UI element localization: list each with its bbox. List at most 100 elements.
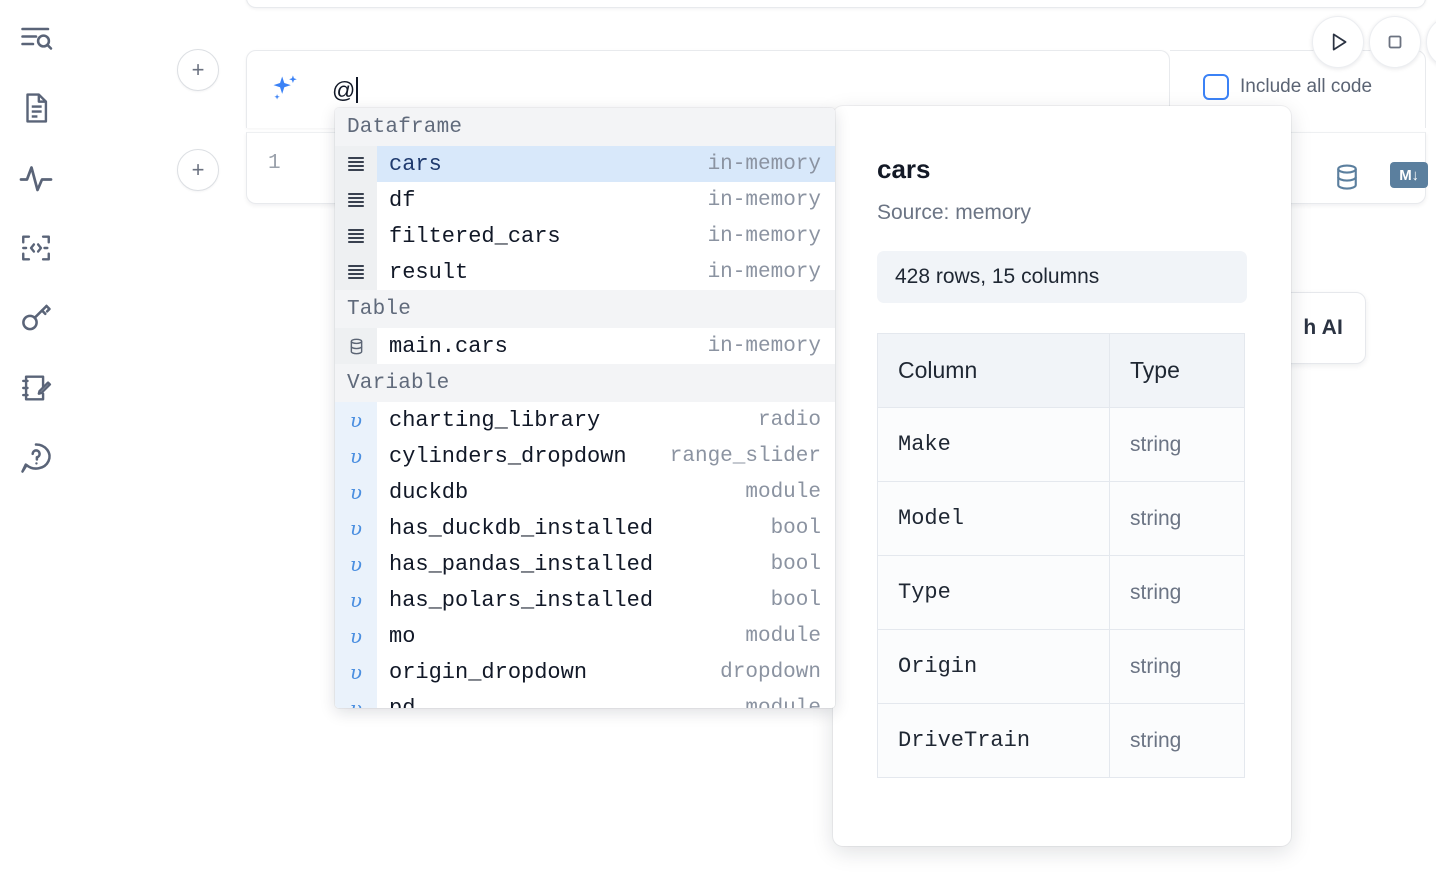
autocomplete-item-type: in-memory [707, 224, 821, 248]
dataframe-rows-icon [335, 254, 377, 290]
column-header-column: Column [877, 333, 1110, 408]
add-cell-button-top[interactable]: + [177, 49, 219, 91]
include-all-code-row[interactable]: Include all code [1203, 74, 1372, 100]
autocomplete-item-type: in-memory [707, 152, 821, 176]
activity-pulse-icon[interactable] [14, 156, 58, 200]
variable-icon: υ [335, 690, 377, 708]
autocomplete-item-type: in-memory [707, 260, 821, 284]
scratchpad-icon[interactable] [14, 366, 58, 410]
autocomplete-item[interactable]: cars in-memory [335, 146, 835, 182]
variable-icon: υ [335, 546, 377, 582]
left-sidebar [0, 0, 72, 874]
more-actions-button[interactable] [1426, 16, 1436, 68]
autocomplete-item-body: result in-memory [377, 254, 835, 290]
key-icon[interactable] [14, 296, 58, 340]
column-name-cell: Origin [877, 629, 1110, 704]
autocomplete-item-type: range_slider [669, 444, 821, 468]
autocomplete-item-name: mo [389, 623, 416, 649]
sparkle-icon [268, 72, 302, 106]
help-chat-icon[interactable] [14, 436, 58, 480]
autocomplete-item-type: module [745, 480, 821, 504]
autocomplete-item-body: pd module [377, 690, 835, 709]
outline-search-icon[interactable] [14, 16, 58, 60]
run-button[interactable] [1312, 16, 1364, 68]
autocomplete-item-name: cars [389, 151, 442, 177]
autocomplete-item-body: cylinders_dropdown range_slider [377, 438, 835, 474]
variable-icon: υ [335, 402, 377, 438]
code-snippet-icon[interactable] [14, 226, 58, 270]
autocomplete-item-type: dropdown [720, 660, 821, 684]
column-name-cell: Type [877, 555, 1110, 630]
column-type-cell: string [1109, 481, 1245, 556]
variable-icon: υ [335, 438, 377, 474]
autocomplete-item-name: cylinders_dropdown [389, 443, 627, 469]
autocomplete-item-type: module [745, 696, 821, 709]
autocomplete-item-name: df [389, 187, 416, 213]
column-type-cell: string [1109, 555, 1245, 630]
dataframe-rows-icon [335, 182, 377, 218]
markdown-badge[interactable]: M↓ [1390, 162, 1428, 188]
autocomplete-item-body: main.cars in-memory [377, 328, 835, 364]
autocomplete-item-body: cars in-memory [377, 146, 835, 182]
autocomplete-item-body: has_pandas_installed bool [377, 546, 835, 582]
autocomplete-item-type: radio [757, 408, 821, 432]
database-table-icon [335, 328, 377, 364]
table-header-row: Column Type [877, 333, 1245, 408]
autocomplete-group-header: Table [335, 290, 835, 328]
add-cell-button-bottom[interactable]: + [177, 149, 219, 191]
autocomplete-item-name: pd [389, 695, 416, 709]
autocomplete-item-name: result [389, 259, 469, 285]
autocomplete-item[interactable]: result in-memory [335, 254, 835, 290]
info-panel-stat: 428 rows, 15 columns [877, 251, 1247, 303]
column-type-cell: string [1109, 703, 1245, 778]
include-all-code-checkbox[interactable] [1203, 74, 1229, 100]
autocomplete-item-name: has_polars_installed [389, 587, 654, 613]
cell-above-partial [246, 0, 1426, 8]
autocomplete-item[interactable]: df in-memory [335, 182, 835, 218]
variable-icon: υ [335, 618, 377, 654]
autocomplete-item-name: main.cars [389, 333, 508, 359]
document-icon[interactable] [14, 86, 58, 130]
variable-icon: υ [335, 582, 377, 618]
autocomplete-item[interactable]: main.cars in-memory [335, 328, 835, 364]
stop-button[interactable] [1369, 16, 1421, 68]
column-name-cell: DriveTrain [877, 703, 1110, 778]
autocomplete-item-name: has_pandas_installed [389, 551, 654, 577]
autocomplete-item-name: has_duckdb_installed [389, 515, 654, 541]
autocomplete-item-type: in-memory [707, 188, 821, 212]
variable-icon: υ [335, 474, 377, 510]
variable-icon: υ [335, 654, 377, 690]
autocomplete-item[interactable]: υ cylinders_dropdown range_slider [335, 438, 835, 474]
autocomplete-item-body: mo module [377, 618, 835, 654]
autocomplete-item-type: module [745, 624, 821, 648]
cell-toolbar-icons: M↓ [1332, 162, 1428, 197]
ai-prompt-input[interactable]: @ [332, 74, 359, 106]
info-panel-source: Source: memory [877, 201, 1032, 224]
autocomplete-item-type: bool [770, 552, 821, 576]
autocomplete-item[interactable]: υ has_pandas_installed bool [335, 546, 835, 582]
autocomplete-item-body: df in-memory [377, 182, 835, 218]
autocomplete-item-type: in-memory [707, 334, 821, 358]
database-icon[interactable] [1332, 162, 1362, 197]
text-caret [356, 77, 359, 103]
dataframe-rows-icon [335, 218, 377, 254]
